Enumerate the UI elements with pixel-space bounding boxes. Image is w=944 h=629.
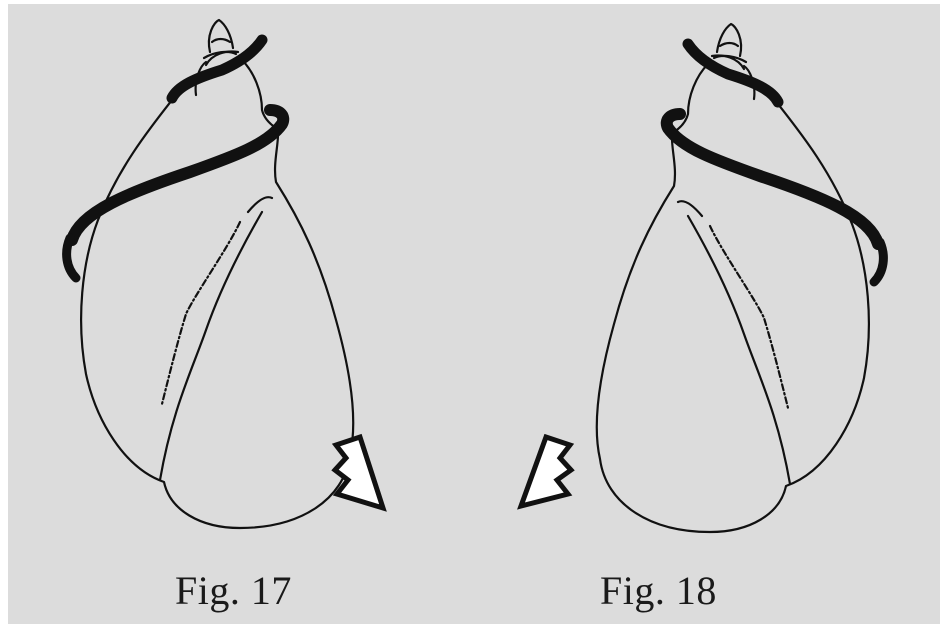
figure-18-arrow xyxy=(521,437,571,506)
shell-lip-dotted xyxy=(162,222,240,404)
shell-lip-dotted xyxy=(710,226,788,408)
shell-aperture xyxy=(160,197,272,480)
figure-17-caption: Fig. 17 xyxy=(175,567,292,614)
figure-17-arrow xyxy=(335,437,383,508)
direction-arrow-right xyxy=(335,437,383,508)
suture-band-main xyxy=(72,110,283,240)
shell-aperture xyxy=(678,201,790,484)
suture-band-main xyxy=(667,114,878,244)
shell-apex xyxy=(204,20,238,65)
figure-18-shell xyxy=(597,24,884,532)
figure-18-caption: Fig. 18 xyxy=(600,567,717,614)
shell-apex xyxy=(712,24,746,69)
direction-arrow-left xyxy=(521,437,571,506)
figure-17-shell xyxy=(67,20,354,528)
